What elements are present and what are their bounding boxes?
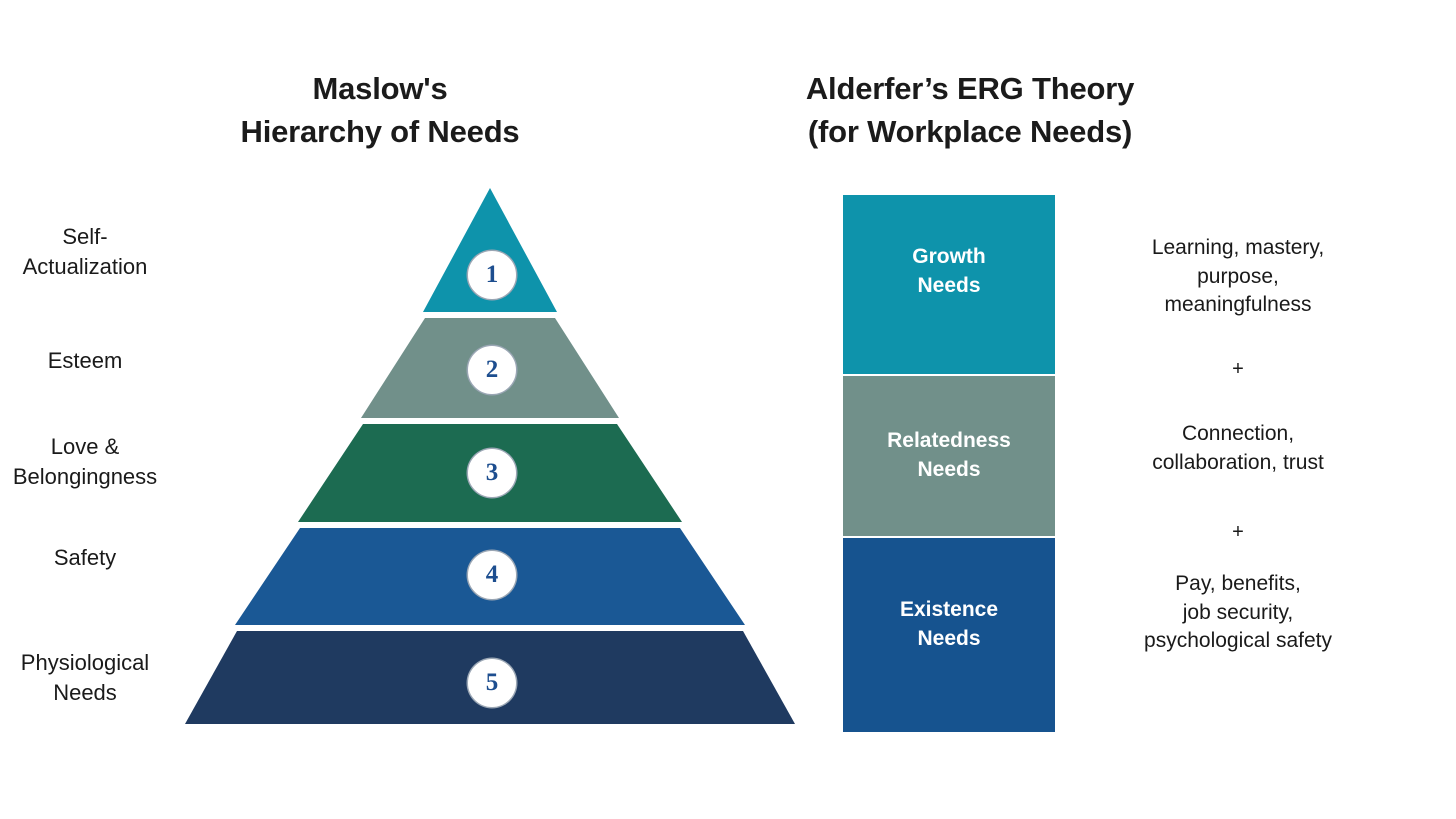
pyramid-badge-1: 1 [468, 251, 516, 299]
maslow-label-safety: Safety [53, 545, 117, 570]
erg-block-relatedness: Relatedness Needs [843, 376, 1055, 536]
maslow-title: Maslow's Hierarchy of Needs [240, 71, 520, 149]
erg-separator-plus-1: + [1232, 358, 1244, 380]
pyramid-badge-5: 5 [468, 659, 516, 707]
maslow-label-physiological-needs: Physiological Needs [20, 650, 150, 705]
erg-title: Alderfer’s ERG Theory (for Workplace Nee… [805, 71, 1135, 149]
pyramid-tier-1 [423, 188, 557, 312]
pyramid-badge-3: 3 [468, 449, 516, 497]
pyramid-badge-4: 4 [468, 551, 516, 599]
erg-description-existence: Pay, benefits, job security, psychologic… [1144, 572, 1332, 653]
erg-block-existence: Existence Needs [843, 538, 1055, 732]
maslow-pyramid: 1 2 3 4 5 [185, 188, 795, 728]
maslow-label-love-belongingness: Love & Belongingness [12, 434, 158, 489]
pyramid-badge-2: 2 [468, 346, 516, 394]
maslow-label-esteem: Esteem [47, 348, 123, 373]
erg-description-relatedness: Connection, collaboration, trust [1152, 422, 1324, 474]
erg-block-growth: Growth Needs [843, 195, 1055, 374]
maslow-label-self-actualization: Self- Actualization [22, 224, 148, 279]
erg-separator-plus-2: + [1232, 521, 1244, 543]
erg-block-column: Growth Needs Relatedness Needs Existence… [843, 195, 1055, 732]
erg-description-growth: Learning, mastery, purpose, meaningfulne… [1151, 236, 1325, 317]
